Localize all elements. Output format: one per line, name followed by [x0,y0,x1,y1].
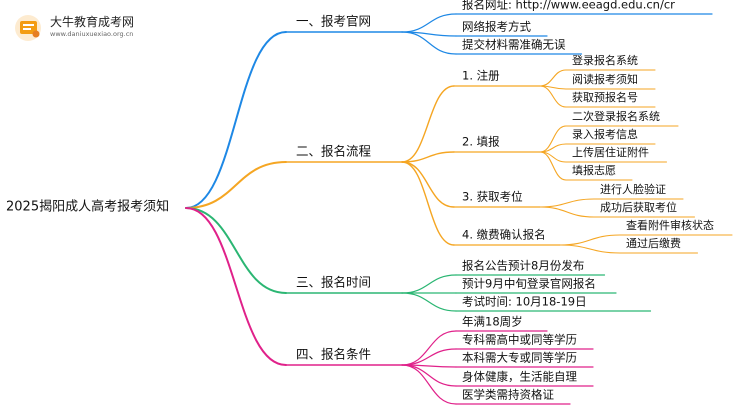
leaf-topic: 本科需大专或同等学历 [462,351,577,365]
leaf-connector [401,348,457,366]
leaf-topic: 获取预报名号 [572,90,638,104]
leaf-connector [559,244,621,254]
leaf-connector [539,85,567,108]
leaf-topic: 年满18周岁 [462,315,523,329]
leaf-connector [401,31,457,55]
leaf-connector [401,330,457,366]
certificate-icon [15,15,41,41]
sub-topic: 4. 缴费确认报名 [462,228,546,242]
leaf-topic: 上传居住证附件 [572,145,649,159]
sub-connector [401,161,455,208]
leaf-topic: 预计9月中旬登录官网报名 [462,277,596,291]
logo-domain: www.daniuxuexiao.org.cn [50,30,134,38]
leaf-topic: 二次登录报名系统 [572,109,660,123]
leaf-topic: 身体健康，生活能自理 [462,370,577,384]
leaf-topic: 进行人脸验证 [600,182,666,196]
leaf-connector [401,274,457,294]
branch-topic: 四、报名条件 [296,347,371,362]
leaf-topic: 通过后缴费 [626,236,681,250]
leaf-topic: 专科需高中或同等学历 [462,333,577,347]
root-topic: 2025揭阳成人高考报考须知 [6,199,169,215]
branch-connector [185,207,287,366]
sub-connector [401,85,455,163]
leaf-connector [539,69,567,87]
leaf-topic: 录入报考信息 [572,127,638,141]
leaf-connector [401,364,457,405]
leaf-topic: 报名公告预计8月份发布 [462,259,584,273]
leaf-topic: 网络报考方式 [462,20,531,34]
leaf-topic: 阅读报考须知 [572,72,638,86]
leaf-connector [401,292,457,312]
sub-topic: 1. 注册 [462,69,500,83]
leaf-connector [559,234,621,246]
branch-topic: 三、报名时间 [296,275,371,290]
leaf-topic: 登录报名系统 [572,53,638,67]
sub-topic: 2. 填报 [462,135,500,149]
branch-topic: 一、报考官网 [296,14,371,29]
leaf-topic: 考试时间: 10月18-19日 [462,295,587,309]
branch-connector [185,161,287,209]
leaf-topic: 提交材料需准确无误 [462,38,566,52]
sub-topic: 3. 获取考位 [462,190,523,204]
leaf-topic: 成功后获取考位 [600,200,677,214]
branch-connector [185,31,287,209]
leaf-connector [401,364,457,387]
leaf-connector [539,151,567,181]
branch-topic: 二、报名流程 [296,144,372,159]
leaf-topic: 报名网址: http://www.eeagd.edu.cn/cr [462,0,675,12]
leaf-topic: 查看附件审核状态 [626,218,714,232]
branch-connector [185,207,287,294]
site-logo: 大牛教育成考网 www.daniuxuexiao.org.cn [8,10,158,46]
leaf-connector [539,206,595,218]
leaf-topic: 填报志愿 [572,163,616,177]
sub-connector [401,161,455,246]
sub-connector [401,151,455,163]
leaf-topic: 医学类需持资格证 [462,388,554,402]
leaf-connector [539,198,595,208]
logo-title: 大牛教育成考网 [50,15,135,29]
leaf-connector [401,13,457,33]
